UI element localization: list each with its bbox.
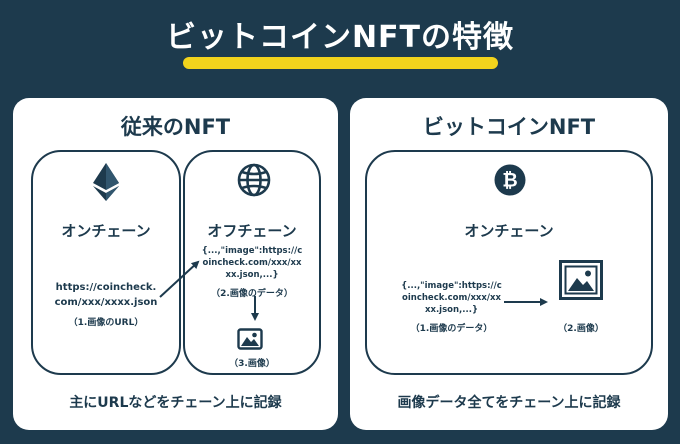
url-line-1: https://coincheck. [55, 282, 157, 293]
onchain-heading: オンチェーン [61, 222, 151, 240]
code-caption: （2.画像のデータ） [211, 289, 293, 299]
globe-icon [236, 162, 272, 202]
ethereum-icon [90, 162, 122, 206]
code-line-3: xx.json,...} [424, 305, 479, 315]
code-line-3: xx.json,...} [225, 270, 279, 280]
offchain-box: オフチェーン {...,"image":https://c oincheck.c… [183, 150, 321, 375]
panel-traditional-nft: 従来のNFT オンチェーン https://coincheck. com/xxx… [13, 98, 338, 430]
url-line-2: com/xxx/xxxx.json [54, 297, 158, 308]
svg-text:₿: ₿ [502, 170, 517, 192]
panel-heading: ビットコインNFT [422, 115, 596, 139]
onchain-box: オンチェーン https://coincheck. com/xxx/xxxx.j… [31, 150, 181, 375]
url-caption: （1.画像のURL） [68, 318, 144, 328]
code-line-1: {...,"image":https://c [201, 246, 303, 256]
image-caption: （2.画像） [558, 324, 604, 334]
framed-image-icon [559, 260, 603, 304]
onchain-box: ₿ オンチェーン {...,"image":https://c oincheck… [365, 150, 653, 375]
image-icon [237, 328, 263, 354]
panel-footer: 主にURLなどをチェーン上に記録 [69, 395, 282, 411]
panel-heading: 従来のNFT [120, 115, 231, 139]
bitcoin-icon: ₿ [494, 164, 526, 200]
code-line-2: oincheck.com/xxx/xx [402, 293, 501, 303]
onchain-heading: オンチェーン [464, 222, 554, 240]
image-caption: （3.画像） [229, 359, 275, 369]
panel-bitcoin-nft: ビットコインNFT ₿ オンチェーン {...,"image":https://… [350, 98, 668, 430]
code-caption: （1.画像のデータ） [410, 324, 493, 334]
offchain-heading: オフチェーン [207, 222, 297, 240]
panel-footer: 画像データ全てをチェーン上に記録 [397, 395, 621, 411]
title-underline [183, 57, 498, 69]
code-line-2: oincheck.com/xxx/xx [202, 258, 302, 268]
page-title: ビットコインNFTの特徴 [165, 20, 515, 55]
code-line-1: {...,"image":https://c [401, 281, 502, 291]
